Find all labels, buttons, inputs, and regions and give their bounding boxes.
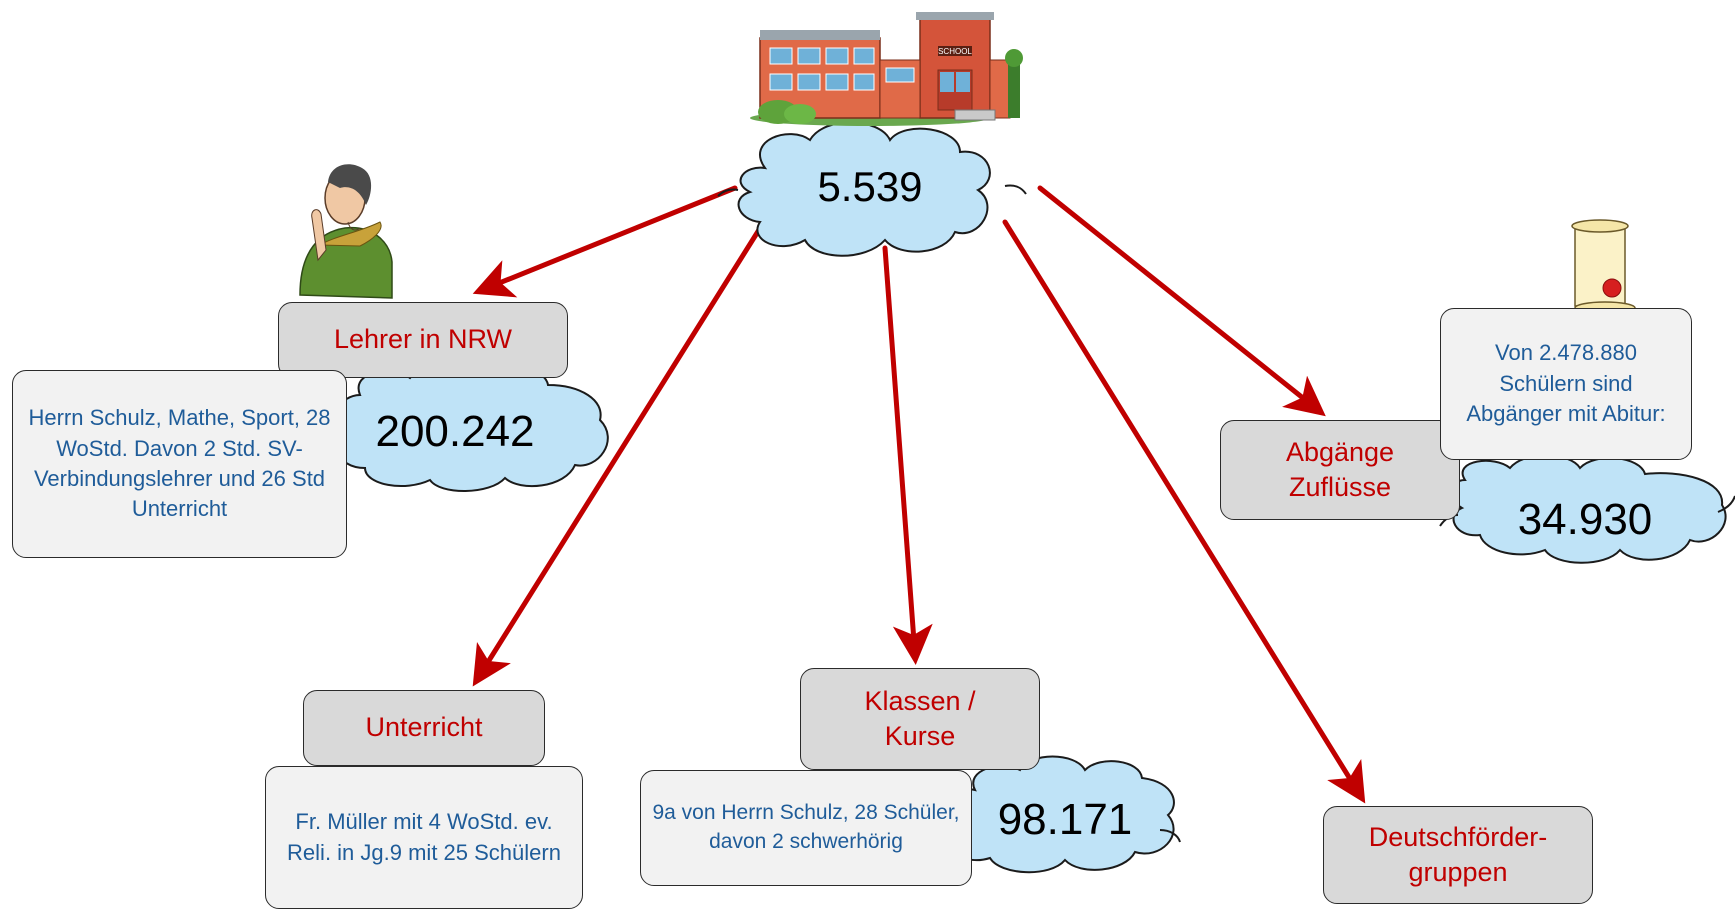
school-building-icon: SCHOOL — [750, 12, 1023, 126]
abgaenge-note: Von 2.478.880 Schülern sind Abgänger mit… — [1466, 340, 1666, 427]
klassen-count-value: 98.171 — [997, 795, 1133, 844]
deutsch-label-box: Deutschförder-gruppen — [1323, 806, 1593, 904]
unterricht-note: Fr. Müller mit 4 WoStd. ev. Reli. in Jg.… — [287, 809, 561, 865]
klassen-note: 9a von Herrn Schulz, 28 Schüler, davon 2… — [652, 801, 960, 853]
klassen-label-box: Klassen / Kurse — [800, 668, 1040, 770]
center-total-value: 5.539 — [817, 163, 923, 210]
lehrer-label: Lehrer in NRW — [333, 324, 513, 355]
unterricht-label: Unterricht — [365, 712, 483, 743]
lehrer-note-box: Herrn Schulz, Mathe, Sport, 28 WoStd. Da… — [12, 370, 347, 558]
klassen-label: Klassen / Kurse — [864, 685, 976, 751]
lehrer-count-value: 200.242 — [375, 407, 535, 456]
abgaenge-note-box: Von 2.478.880 Schülern sind Abgänger mit… — [1440, 308, 1692, 460]
diploma-scroll-icon — [1571, 219, 1636, 315]
deutsch-label: Deutschförder-gruppen — [1368, 821, 1548, 887]
unterricht-note-box: Fr. Müller mit 4 WoStd. ev. Reli. in Jg.… — [265, 766, 583, 909]
abgaenge-label: Abgänge Zuflüsse — [1285, 436, 1395, 502]
arrow-to-unterricht — [472, 222, 765, 687]
arrows — [472, 185, 1366, 804]
teacher-figure-icon — [299, 164, 393, 299]
school-sign: SCHOOL — [938, 47, 972, 56]
arrow-to-abgaenge — [1037, 185, 1326, 417]
lehrer-label-box: Lehrer in NRW — [278, 302, 568, 378]
arrow-to-lehrer — [472, 185, 738, 298]
lehrer-note: Herrn Schulz, Mathe, Sport, 28 WoStd. Da… — [28, 405, 331, 522]
unterricht-label-box: Unterricht — [303, 690, 545, 766]
arrow-to-deutsch — [1002, 219, 1366, 804]
klassen-note-box: 9a von Herrn Schulz, 28 Schüler, davon 2… — [640, 770, 972, 886]
abgaenge-count-value: 34.930 — [1517, 495, 1653, 544]
arrow-to-klassen — [882, 245, 933, 665]
abgaenge-label-box: Abgänge Zuflüsse — [1220, 420, 1460, 520]
